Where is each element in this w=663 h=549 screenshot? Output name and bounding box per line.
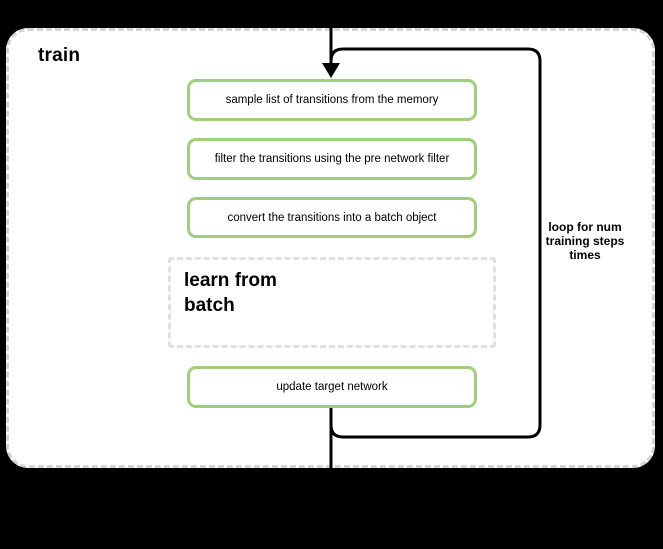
step-sample-transitions: sample list of transitions from the memo… [187, 79, 477, 121]
subprocess-learn-from-batch: learn from batch [168, 257, 496, 348]
train-group-title: train [38, 45, 81, 66]
step-filter-transitions: filter the transitions using the pre net… [187, 138, 477, 180]
step-convert-to-batch: convert the transitions into a batch obj… [187, 197, 477, 238]
loop-annotation: loop for num training steps times [545, 220, 625, 262]
step-update-target-network: update target network [187, 366, 477, 408]
